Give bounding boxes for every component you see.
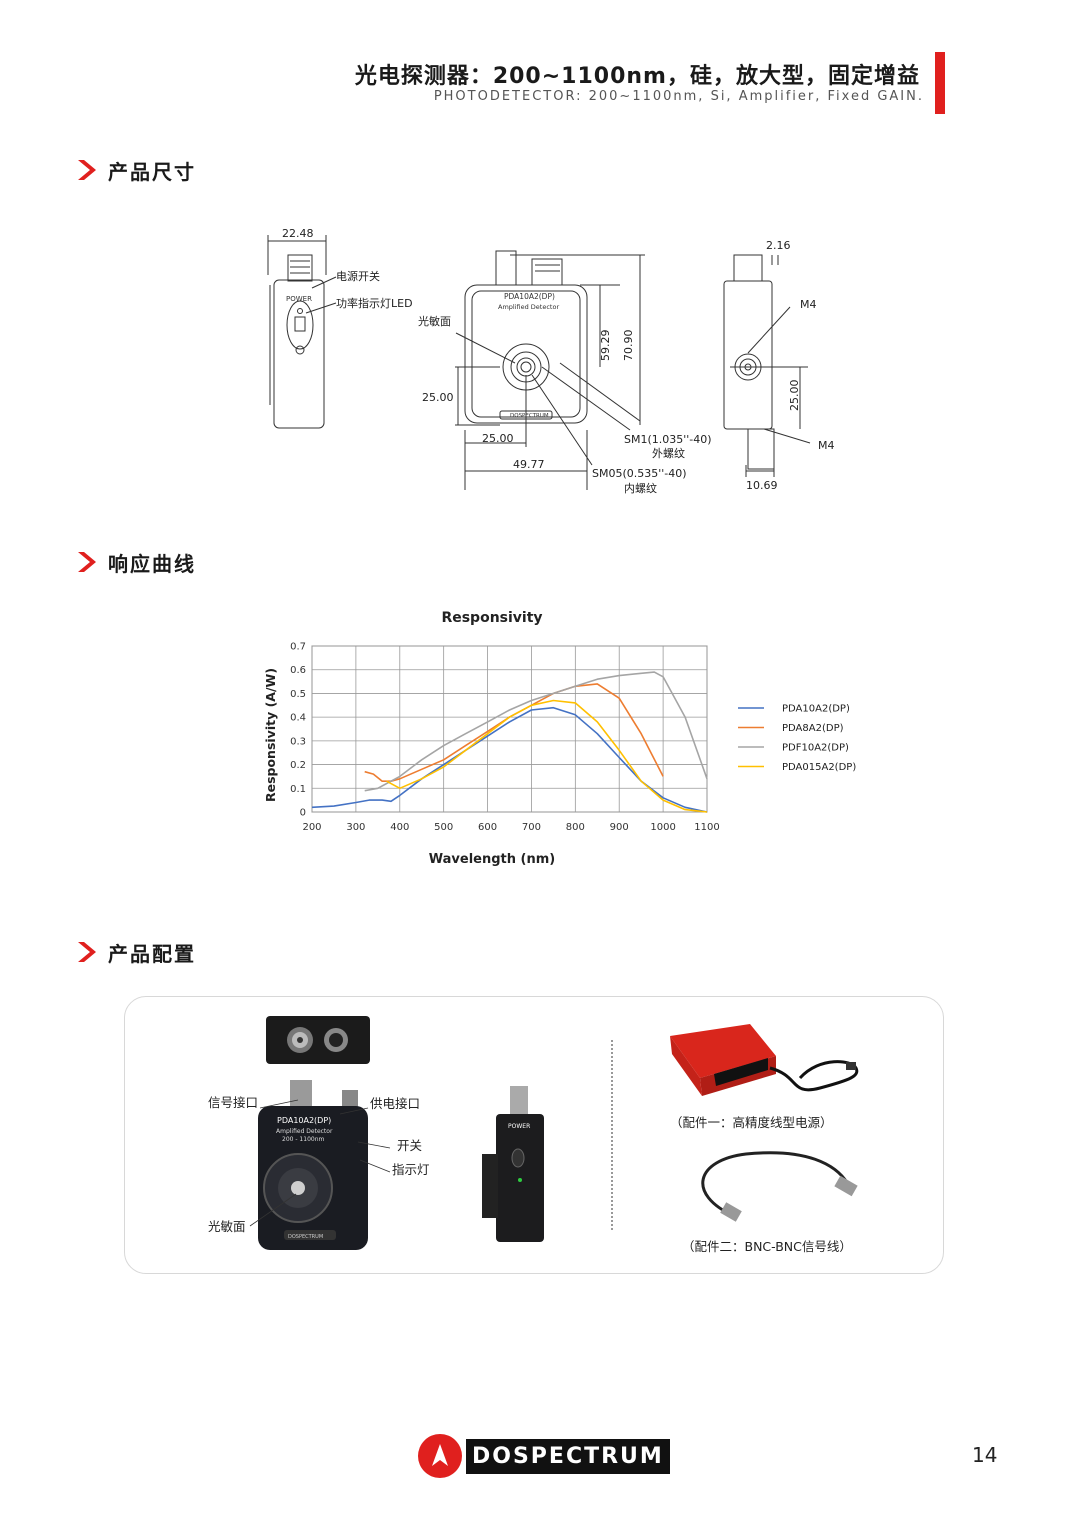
dim-22-48: 22.48 <box>282 227 314 240</box>
bnc-cable-image <box>701 1151 858 1222</box>
label-supply-port: 供电接口 <box>370 1096 421 1111</box>
thread-sm05: SM05(0.535''-40) <box>592 467 687 480</box>
section-heading-config: 产品配置 <box>76 938 196 966</box>
device-top-view-image <box>266 1016 370 1064</box>
series-line-2 <box>364 671 708 792</box>
device-side-image: POWER <box>482 1086 544 1242</box>
device-model-text: PDA10A2(DP) <box>277 1116 331 1125</box>
side-view-connector <box>287 254 313 282</box>
section-title: 产品配置 <box>108 941 196 966</box>
accessory-2-caption: （配件二：BNC-BNC信号线） <box>682 1239 852 1254</box>
label-m4-bottom: M4 <box>818 439 835 452</box>
chevron-right-icon <box>78 942 96 962</box>
front-subtitle-text: Amplified Detector <box>498 303 559 311</box>
y-tick-label: 0.3 <box>290 736 306 747</box>
label-led: 功率指示灯LED <box>336 296 413 310</box>
dim-2-16: 2.16 <box>766 239 791 252</box>
chart-y-label: Responsivity (A/W) <box>263 668 278 802</box>
dim-25-vertical: 25.00 <box>422 391 454 404</box>
x-tick-label: 1100 <box>694 822 719 833</box>
legend-label: PDA015A2(DP) <box>782 762 856 773</box>
series-line-0 <box>311 706 708 813</box>
header-accent-bar <box>935 52 945 114</box>
side-view-body <box>273 279 325 429</box>
dimension-drawing: POWER PDA10A2(DP) Amplified Detector DOS… <box>267 227 835 495</box>
device-brand-text: DOSPECTRUM <box>288 1234 323 1240</box>
label-power-switch: 电源开关 <box>336 269 380 283</box>
chevron-right-icon <box>78 160 96 180</box>
label-signal-port: 信号接口 <box>208 1095 259 1110</box>
page-number: 14 <box>972 1443 998 1467</box>
y-tick-label: 0.1 <box>290 784 306 795</box>
y-tick-label: 0.6 <box>290 665 306 676</box>
x-tick-label: 900 <box>610 822 629 833</box>
page-title: 光电探测器：200~1100nm，硅，放大型，固定增益 <box>354 64 920 89</box>
side-power-label: POWER <box>508 1123 530 1130</box>
side-power-text: POWER <box>286 295 312 303</box>
dim-59-29: 59.29 <box>599 330 612 362</box>
label-m4-top: M4 <box>800 298 817 311</box>
section-heading-response: 响应曲线 <box>76 548 196 576</box>
label-sensor-area: 光敏面 <box>208 1219 246 1234</box>
y-tick-label: 0.2 <box>290 760 306 771</box>
x-tick-label: 300 <box>346 822 365 833</box>
series-line-1 <box>364 683 664 782</box>
y-tick-label: 0.7 <box>290 642 306 653</box>
right-view-body <box>723 280 773 430</box>
y-tick-label: 0.4 <box>290 713 306 724</box>
section-heading-dimensions: 产品尺寸 <box>76 156 196 184</box>
legend-label: PDF10A2(DP) <box>782 743 849 754</box>
x-tick-label: 400 <box>390 822 409 833</box>
chevron-right-icon <box>78 552 96 572</box>
y-tick-label: 0 <box>300 808 306 819</box>
config-divider <box>611 1040 613 1230</box>
thread-sm1-type: 外螺纹 <box>652 446 685 460</box>
x-tick-label: 200 <box>302 822 321 833</box>
chart-title: Responsivity <box>441 610 542 626</box>
x-tick-label: 500 <box>434 822 453 833</box>
label-sensor: 光敏面 <box>418 314 451 328</box>
section-title: 响应曲线 <box>108 551 196 576</box>
section-title: 产品尺寸 <box>108 159 196 184</box>
series-line-3 <box>386 699 708 813</box>
device-front-image: PDA10A2(DP) Amplified Detector 200 - 110… <box>258 1080 368 1250</box>
thread-sm05-type: 内螺纹 <box>624 481 657 495</box>
accessory-1-caption: （配件一：高精度线型电源） <box>670 1115 833 1130</box>
x-tick-label: 1000 <box>650 822 675 833</box>
front-model-text: PDA10A2(DP) <box>504 292 555 301</box>
config-leader-lines <box>249 1099 391 1227</box>
x-tick-label: 800 <box>566 822 585 833</box>
label-indicator: 指示灯 <box>392 1162 430 1177</box>
responsivity-chart: Responsivity Responsivity (A/W) Waveleng… <box>263 610 856 867</box>
dim-10-69: 10.69 <box>746 479 778 492</box>
page-subtitle: PHOTODETECTOR: 200~1100nm, Si, Amplifier… <box>433 89 924 104</box>
brand-mark-icon <box>418 1434 462 1478</box>
legend-label: PDA8A2(DP) <box>782 723 844 734</box>
dim-25-right: 25.00 <box>788 380 801 412</box>
dim-49-77: 49.77 <box>513 458 545 471</box>
device-range-text: 200 - 1100nm <box>282 1136 325 1143</box>
x-tick-label: 600 <box>478 822 497 833</box>
dim-25-horizontal: 25.00 <box>482 432 514 445</box>
footer-brand: DOSPECTRUM <box>466 1438 670 1474</box>
x-tick-label: 700 <box>522 822 541 833</box>
front-brand-text: DOSPECTRUM <box>510 413 549 419</box>
chart-x-label: Wavelength (nm) <box>429 852 555 867</box>
device-subtitle-text: Amplified Detector <box>276 1128 333 1135</box>
thread-sm1: SM1(1.035''-40) <box>624 433 712 446</box>
label-switch: 开关 <box>397 1138 423 1153</box>
footer-logo: DOSPECTRUM <box>418 1434 670 1478</box>
y-tick-label: 0.5 <box>290 689 306 700</box>
dim-70-90: 70.90 <box>622 330 635 362</box>
power-supply-image <box>670 1024 859 1096</box>
legend-label: PDA10A2(DP) <box>782 704 850 715</box>
